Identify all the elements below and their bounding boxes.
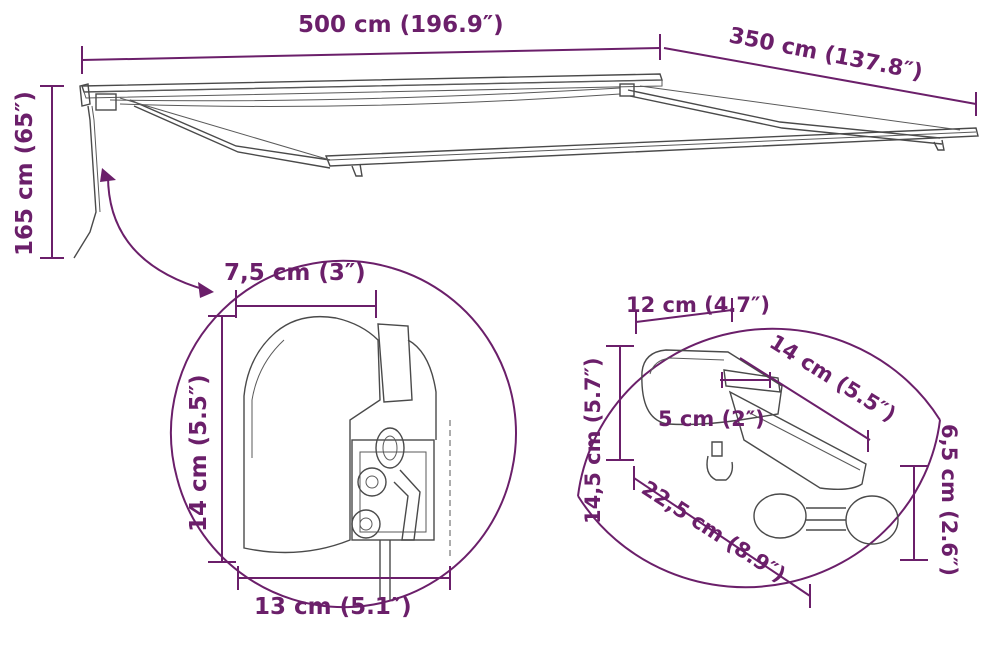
overview-width-label: 500 cm (196.9″) xyxy=(298,12,504,38)
awning-overview xyxy=(73,73,979,259)
bracket-width-label: 7,5 cm (3″) xyxy=(224,260,366,286)
motor-dimension-lines xyxy=(606,298,928,608)
overview-dimension-lines xyxy=(40,34,977,259)
motor-detail xyxy=(577,327,941,589)
overview-height-label: 165 cm (65″) xyxy=(12,91,38,256)
bracket-dimension-lines xyxy=(208,290,451,590)
motor-width-label: 12 cm (4.7″) xyxy=(626,293,770,317)
bracket-height-label: 14 cm (5.5″) xyxy=(186,374,212,532)
motor-length-label: 14 cm (5.5″) xyxy=(765,330,900,427)
bracket-base-label: 13 cm (5.1″) xyxy=(254,594,412,620)
motor-diagonal-label: 22,5 cm (8.9″) xyxy=(637,476,790,587)
motor-plug-label: 5 cm (2″) xyxy=(658,407,765,431)
motor-side-label: 6,5 cm (2.6″) xyxy=(937,424,961,576)
motor-height-label: 14,5 cm (5.7″) xyxy=(581,357,605,524)
bracket-detail xyxy=(169,259,517,609)
detail-pointer-arrow xyxy=(100,168,214,298)
